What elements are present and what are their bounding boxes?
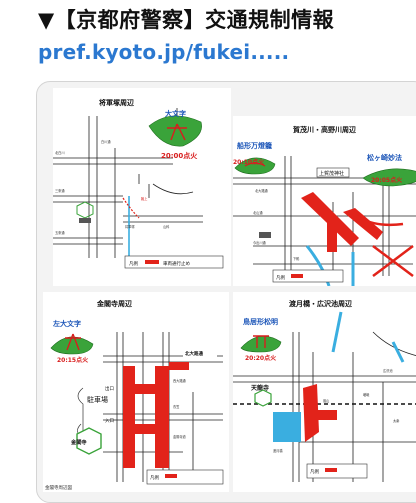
mountain-icon <box>50 336 94 355</box>
road-label: 三条通 <box>55 188 65 193</box>
closure-area <box>123 424 169 434</box>
closure-area <box>317 410 337 420</box>
road-label: 下鴨 <box>293 256 300 261</box>
road-label: 北白川 <box>55 150 65 155</box>
map-kamo: 賀茂川・高野川周辺 船 <box>233 116 416 286</box>
road-label: 北大路通 <box>185 350 203 357</box>
road-label: 山科 <box>163 224 170 229</box>
road-label: 金閣寺道 <box>173 434 187 439</box>
fire-time: 20:15点火 <box>57 356 89 364</box>
legend-label: 凡例 <box>150 474 159 481</box>
parking-block <box>79 218 91 223</box>
mountain-icon <box>234 157 276 175</box>
river-line <box>305 245 331 286</box>
road-label: 太秦 <box>393 418 400 423</box>
torii-mark-icon <box>253 335 269 348</box>
map-kinkakuji: 金閣寺周辺 左大文字 20:15点火 <box>43 292 229 492</box>
pond-area <box>273 412 301 442</box>
parking-outline <box>77 387 84 439</box>
place-box <box>316 167 350 178</box>
temple-marker-icon <box>254 389 272 407</box>
entrance-label: 入口 <box>105 418 114 424</box>
legend-swatch <box>145 260 159 264</box>
closure-area <box>123 366 135 468</box>
legend-swatch <box>325 468 337 472</box>
road-label: 嵐山 <box>323 398 329 403</box>
road-label: 将軍塚 <box>125 224 135 229</box>
closure-area <box>123 384 169 394</box>
fire-name-right: 松ヶ崎妙法 <box>367 153 402 162</box>
fire-time: 20:20点火 <box>245 354 277 362</box>
closure-route <box>122 197 140 219</box>
closure-area <box>327 216 337 252</box>
map-header: 将軍塚周辺 <box>99 98 134 107</box>
closure-route <box>352 212 404 227</box>
road-lines <box>53 108 203 258</box>
road-label: 蹴上 <box>141 196 148 201</box>
fire-time-right: 20:05点火 <box>371 176 403 184</box>
map-header: 賀茂川・高野川周辺 <box>292 125 356 134</box>
road-label: 渡月橋 <box>273 448 283 453</box>
fire-name-left: 船形万燈籠 <box>237 141 272 150</box>
parking-label: 駐車場 <box>87 395 108 404</box>
map-header: 金閣寺周辺 <box>96 299 132 308</box>
legend-text: 車両通行止め <box>163 260 190 267</box>
river-line <box>331 311 343 353</box>
mountain-icon <box>362 168 416 187</box>
daimonji-mark-icon <box>167 123 187 141</box>
road-label: 広沢池 <box>383 368 393 373</box>
map-kamo-drawing: 賀茂川・高野川周辺 船 <box>233 125 416 286</box>
closure-area <box>155 366 169 468</box>
map-shogunzuka: 将軍塚周辺 大文字 2 <box>53 88 231 286</box>
map-shogunzuka-drawing: 将軍塚周辺 大文字 2 <box>53 98 224 269</box>
place-label: 上賀茂神社 <box>319 170 344 177</box>
fire-name: 左大文字 <box>52 319 81 328</box>
closure-area <box>169 362 189 370</box>
road-label: 白川通 <box>101 139 111 144</box>
road-label: 今出川通 <box>253 240 267 245</box>
exit-label: 出口 <box>105 385 114 392</box>
map-footer: 金閣寺周辺図 <box>45 484 72 491</box>
legend-box <box>272 269 344 283</box>
map-kinkakuji-drawing: 金閣寺周辺 左大文字 20:15点火 <box>45 299 224 491</box>
map-watari: 渡月橋・広沢池周辺 鳥居形松明 20:20点火 天龍寺 <box>233 292 416 492</box>
road-label: 衣笠 <box>173 404 180 409</box>
link-url[interactable]: pref.kyoto.jp/fukei..... <box>38 40 290 64</box>
road-label: 西大路通 <box>173 378 187 383</box>
boat-mark-icon <box>244 162 266 167</box>
fire-name: 大文字 <box>165 109 186 118</box>
closure-area <box>343 208 383 240</box>
road-name-box <box>183 350 217 357</box>
mountain-icon <box>240 335 282 353</box>
closure-cross <box>372 245 414 277</box>
fire-name: 鳥居形松明 <box>243 317 278 326</box>
fire-time-left: 20:10点火 <box>233 158 265 166</box>
daimonji-mark-icon <box>65 333 81 351</box>
post-title: ▼【京都府警察】交通規制情報 <box>38 8 335 32</box>
road-label: 嵯峨 <box>363 392 370 397</box>
legend-label: 凡例 <box>129 260 138 267</box>
map-watari-drawing: 渡月橋・広沢池周辺 鳥居形松明 20:20点火 天龍寺 <box>233 299 416 482</box>
temple-label: 天龍寺 <box>251 384 269 392</box>
road-label: 五条通 <box>55 230 65 235</box>
closure-area <box>303 384 319 442</box>
map-header: 渡月橋・広沢池周辺 <box>289 299 352 308</box>
mountain-icon <box>148 115 202 147</box>
legend-label: 凡例 <box>310 468 319 475</box>
legend-label: 凡例 <box>276 274 285 281</box>
temple-label: 金閣寺 <box>70 438 87 446</box>
legend-swatch <box>291 274 303 278</box>
river-line <box>391 341 405 363</box>
legend-box <box>124 255 224 269</box>
road-label: 北大路通 <box>255 188 269 193</box>
fire-time: 20:00点火 <box>161 151 198 160</box>
legend-swatch <box>165 474 177 478</box>
road-label: 北山通 <box>253 210 263 215</box>
parking-block <box>259 232 271 238</box>
hex-marker-icon <box>76 201 94 219</box>
road-lines <box>233 331 416 482</box>
link-preview-card[interactable]: 将軍塚周辺 大文字 2 <box>36 81 416 503</box>
temple-marker-icon <box>76 427 102 455</box>
